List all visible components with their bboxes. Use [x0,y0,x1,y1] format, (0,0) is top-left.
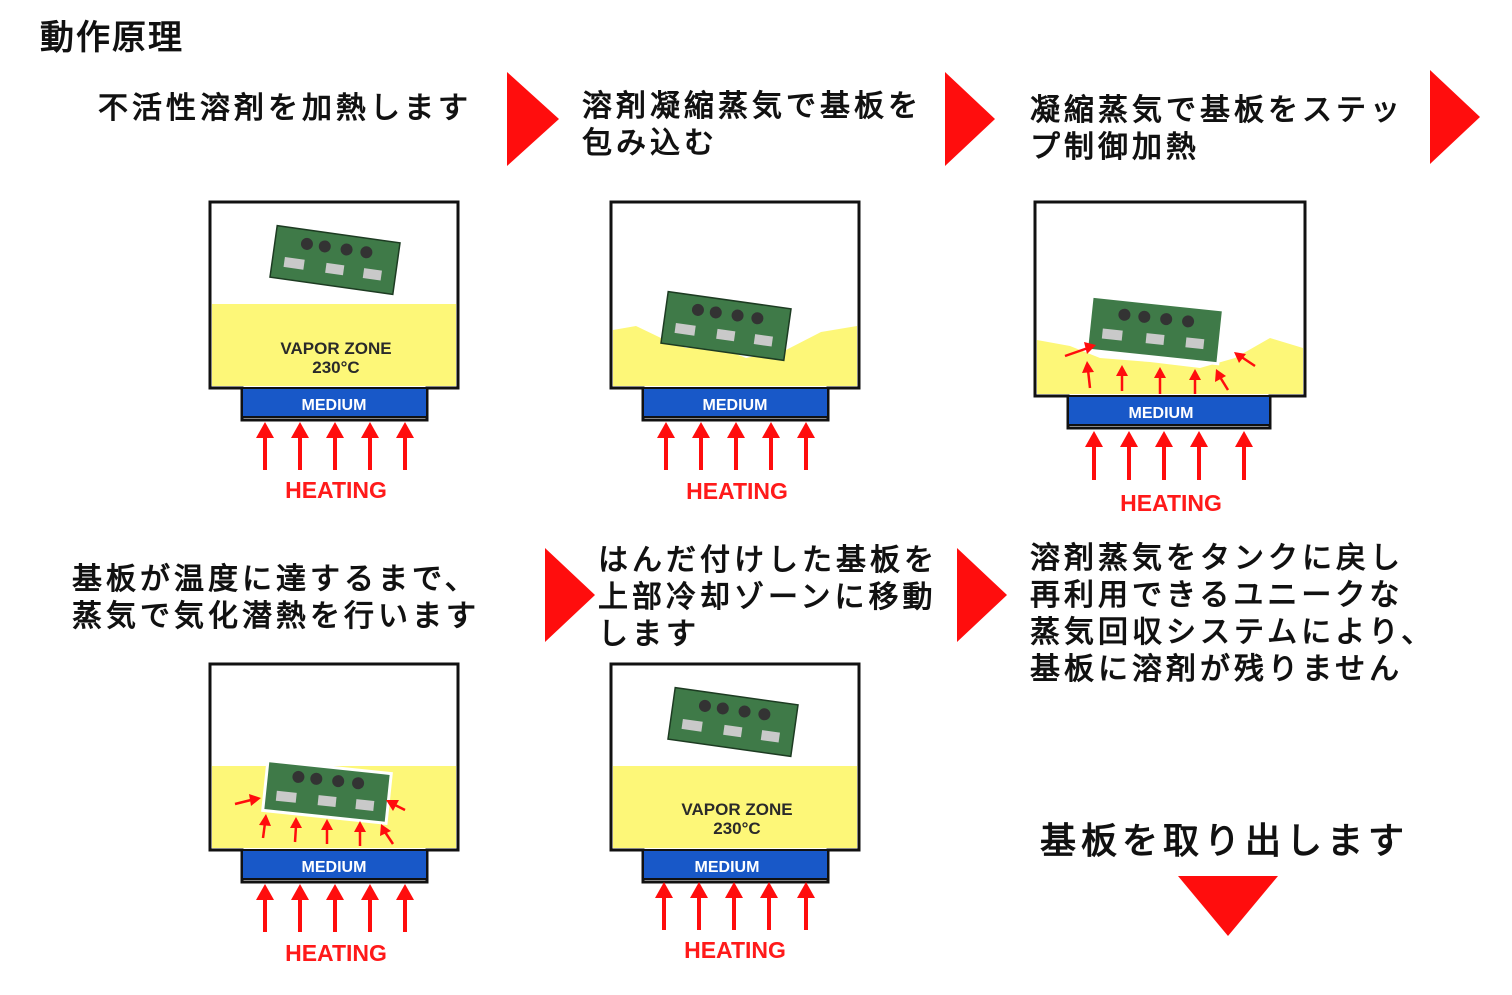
vapor-zone-label: VAPOR ZONE [681,800,792,819]
medium-label: MEDIUM [1129,405,1194,422]
next-step-arrow-icon [1430,70,1480,164]
vapor-flow-arrows [1064,342,1256,394]
medium-block [1067,395,1271,426]
vapor-zone [613,766,857,848]
heating-arrows [1085,431,1253,480]
vapor-temp-label: 230°C [713,819,760,838]
tank-diagram-step-1: VAPOR ZONE 230°C MEDIUM HEATING [208,200,460,503]
next-step-arrow-icon [945,72,995,166]
tank-diagram-step-2: MEDIUM HEATING [609,200,861,504]
heating-arrows [655,882,815,930]
vapor-flow-arrows [234,794,406,846]
heating-label: HEATING [686,478,788,504]
medium-label: MEDIUM [703,397,768,414]
heating-label: HEATING [285,940,387,966]
step-3-caption: 凝縮蒸気で基板をステッ プ制御加熱 [1030,93,1404,165]
medium-block [642,849,829,880]
heating-label: HEATING [684,937,786,963]
medium-label: MEDIUM [695,859,760,876]
heating-label: HEATING [1120,490,1222,516]
next-step-arrow-icon [545,548,595,642]
heating-arrows [256,422,414,470]
step-1-caption: 不活性溶剤を加熱します [98,91,472,126]
down-arrow-icon [1178,876,1278,936]
pcb-board [269,224,401,296]
step-2-caption: 溶剤凝縮蒸気で基板を 包み込む [582,89,922,161]
step-6-caption: 溶剤蒸気をタンクに戻し 再利用できるユニークな 蒸気回収システムにより、 基板に… [1030,541,1436,687]
vapor-zone [1037,338,1303,394]
vapor-temp-label: 230°C [312,358,359,377]
vapor-zone [212,304,456,386]
final-step-caption: 基板を取り出します [1040,821,1410,862]
pcb-board [667,686,799,758]
medium-block [241,849,428,880]
heating-arrows [256,884,414,932]
heating-arrows [657,422,815,470]
pcb-board [660,290,792,362]
step-5-caption: はんだ付けした基板を 上部冷却ゾーンに移動 します [598,543,938,652]
pcb-board [1084,294,1226,366]
heating-label: HEATING [285,477,387,503]
pcb-board [261,759,393,825]
medium-label: MEDIUM [302,859,367,876]
vapor-zone-label: VAPOR ZONE [280,339,391,358]
page-title: 動作原理 [40,18,184,58]
medium-label: MEDIUM [302,397,367,414]
tank-diagram-step-5: VAPOR ZONE 230°C MEDIUM HEATING [609,662,861,963]
step-4-caption: 基板が温度に達するまで、 蒸気で気化潜熱を行います [72,562,480,634]
tank-diagram-step-3: MEDIUM HEATING [1033,200,1307,516]
next-step-arrow-icon [507,72,559,166]
tank-diagram-step-4: MEDIUM HEATING [208,662,460,966]
medium-block [241,387,428,418]
next-step-arrow-icon [957,548,1007,642]
medium-block [642,387,829,418]
vapor-zone [613,326,857,386]
